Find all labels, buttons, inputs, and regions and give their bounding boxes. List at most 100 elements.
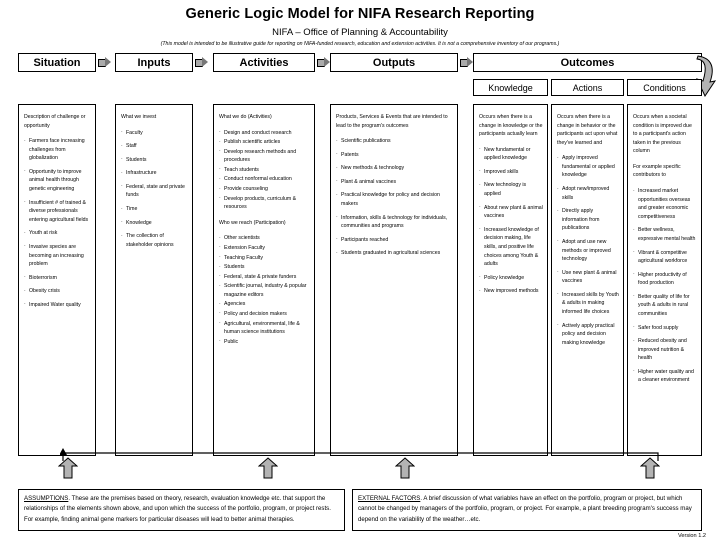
list-item: Improved skills [479,167,543,177]
activities-participation-intro: Who we reach (Participation) [219,219,286,226]
up-arrow-icon-2 [258,457,278,479]
list-item: Bioterrorism [24,273,91,283]
connector-arrow-2 [195,57,209,68]
list-item: Federal, state and private funds [121,182,188,200]
column-activities: What we do (Activities) Design and condu… [213,104,315,456]
list-item: Conduct nonformal education [219,175,310,184]
list-item: Public [219,337,310,347]
connector-arrow-1 [98,57,112,68]
column-inputs: What we invest Faculty Staff Students In… [115,104,193,456]
list-item: Higher productivity of food production [633,270,697,288]
column-actions: Occurs when there is a change in behavio… [551,104,624,456]
inputs-list: Faculty Staff Students Infrastructure Fe… [121,128,188,250]
list-item: Reduced obesity and improved nutrition &… [633,337,697,363]
list-item: Other scientists [219,234,310,243]
column-outputs: Products, Services & Events that are int… [330,104,458,456]
header-outcomes: Outcomes [473,53,702,72]
list-item: Opportunity to improve animal health thr… [24,167,91,194]
list-item: Publish scientific articles [219,138,310,147]
outputs-list: Scientific publications Patents New meth… [336,137,453,258]
knowledge-list: New fundamental or applied knowledge Imp… [479,145,543,296]
list-item: Time [121,205,188,214]
header-knowledge: Knowledge [473,79,548,96]
header-activities: Activities [213,53,315,72]
list-item: Safer food supply [633,323,697,333]
list-item: Better wellness, expressive mental healt… [633,226,697,243]
page-note: (This model is intended to be illustrati… [160,41,560,47]
list-item: Directly apply information from publicat… [557,207,619,233]
column-conditions: Occurs when a societal condition is impr… [627,104,702,456]
list-item: Develop research methods and procedures [219,147,310,165]
list-item: Teach students [219,165,310,175]
column-situation: Description of challenge or opportunity … [18,104,96,456]
external-factors-paragraph: EXTERNAL FACTORS. A brief discussion of … [358,494,696,525]
list-item: Students [219,263,310,272]
list-item: The collection of stakeholder opinions [121,232,188,249]
external-factors-label: EXTERNAL FACTORS [358,495,421,502]
outputs-intro: Products, Services & Events that are int… [336,114,448,129]
conditions-list: Increased market opportunities overseas … [633,187,697,385]
list-item: Higher water quality and a cleaner envir… [633,367,697,385]
feedback-return-line [58,448,660,462]
header-inputs: Inputs [115,53,193,72]
list-item: New improved methods [479,287,543,296]
external-factors-text: . A brief discussion of what variables h… [358,495,692,523]
header-situation: Situation [18,53,96,72]
situation-list: Farmers face increasing challenges from … [24,137,91,309]
inputs-intro: What we invest [121,114,157,120]
situation-intro: Description of challenge or opportunity [24,114,86,129]
actions-intro: Occurs when there is a change in behavio… [557,114,618,146]
list-item: Increased market opportunities overseas … [633,187,697,221]
list-item: Adopt and use new methods or improved te… [557,237,619,264]
list-item: New methods & technology [336,164,453,173]
list-item: Teaching Faculty [219,253,310,263]
list-item: Design and conduct research [219,128,310,138]
list-item: Students graduated in agricultural scien… [336,249,453,258]
list-item: Increased skills by Youth & adults in ma… [557,290,619,317]
external-factors-box: EXTERNAL FACTORS. A brief discussion of … [352,489,702,531]
list-item: Staff [121,142,188,151]
list-item: Provide counseling [219,185,310,194]
list-item: Policy and decision makers [219,310,310,319]
list-item: Plant & animal vaccines [336,177,453,187]
list-item: Policy knowledge [479,273,543,283]
list-item: Practical knowledge for policy and decis… [336,191,453,208]
list-item: Impaired Water quality [24,300,91,310]
activities-list: Design and conduct research Publish scie… [219,128,310,212]
list-item: New technology is applied [479,181,543,198]
actions-list: Apply improved fundamental or applied kn… [557,154,619,347]
list-item: Participants reached [336,235,453,245]
list-item: Information, skills & technology for ind… [336,213,453,231]
up-arrow-icon-1 [58,457,78,479]
assumptions-text: . These are the premises based on theory… [24,495,331,523]
page-title: Generic Logic Model for NIFA Research Re… [185,6,535,22]
list-item: Better quality of life for youth & adult… [633,292,697,319]
list-item: Agricultural, environmental, life & huma… [219,319,310,337]
list-item: Extension Faculty [219,243,310,253]
connector-arrow-3 [317,57,331,68]
up-arrow-icon-4 [640,457,660,479]
list-item: About new plant & animal vaccines [479,203,543,221]
list-item: Insufficient # of trained & diverse prof… [24,198,91,225]
list-item: Scientific journal, industry & popular m… [219,282,310,299]
list-item: Faculty [121,128,188,138]
assumptions-label: ASSUMPTIONS [24,495,69,502]
list-item: Apply improved fundamental or applied kn… [557,154,619,180]
version-label: Version 1.2 [678,533,706,539]
list-item: Obesity crisis [24,287,91,296]
list-item: Federal, state & private funders [219,272,310,282]
list-item: Adopt new/improved skills [557,185,619,202]
list-item: Patents [336,150,453,160]
list-item: Farmers face increasing challenges from … [24,137,91,163]
list-item: New fundamental or applied knowledge [479,145,543,163]
activities-participation-list: Other scientists Extension Faculty Teach… [219,234,310,346]
list-item: Increased knowledge of decision making, … [479,225,543,269]
list-item: Youth at risk [24,229,91,238]
header-conditions: Conditions [627,79,702,96]
conditions-intro: Occurs when a societal condition is impr… [633,114,692,155]
column-knowledge: Occurs when there is a change in knowled… [473,104,548,456]
list-item: Develop products, curriculum & resources [219,194,310,212]
assumptions-paragraph: ASSUMPTIONS. These are the premises base… [24,494,339,525]
list-item: Invasive species are becoming an increas… [24,242,91,269]
conditions-intro-2: For example specific contributors to [633,163,681,179]
